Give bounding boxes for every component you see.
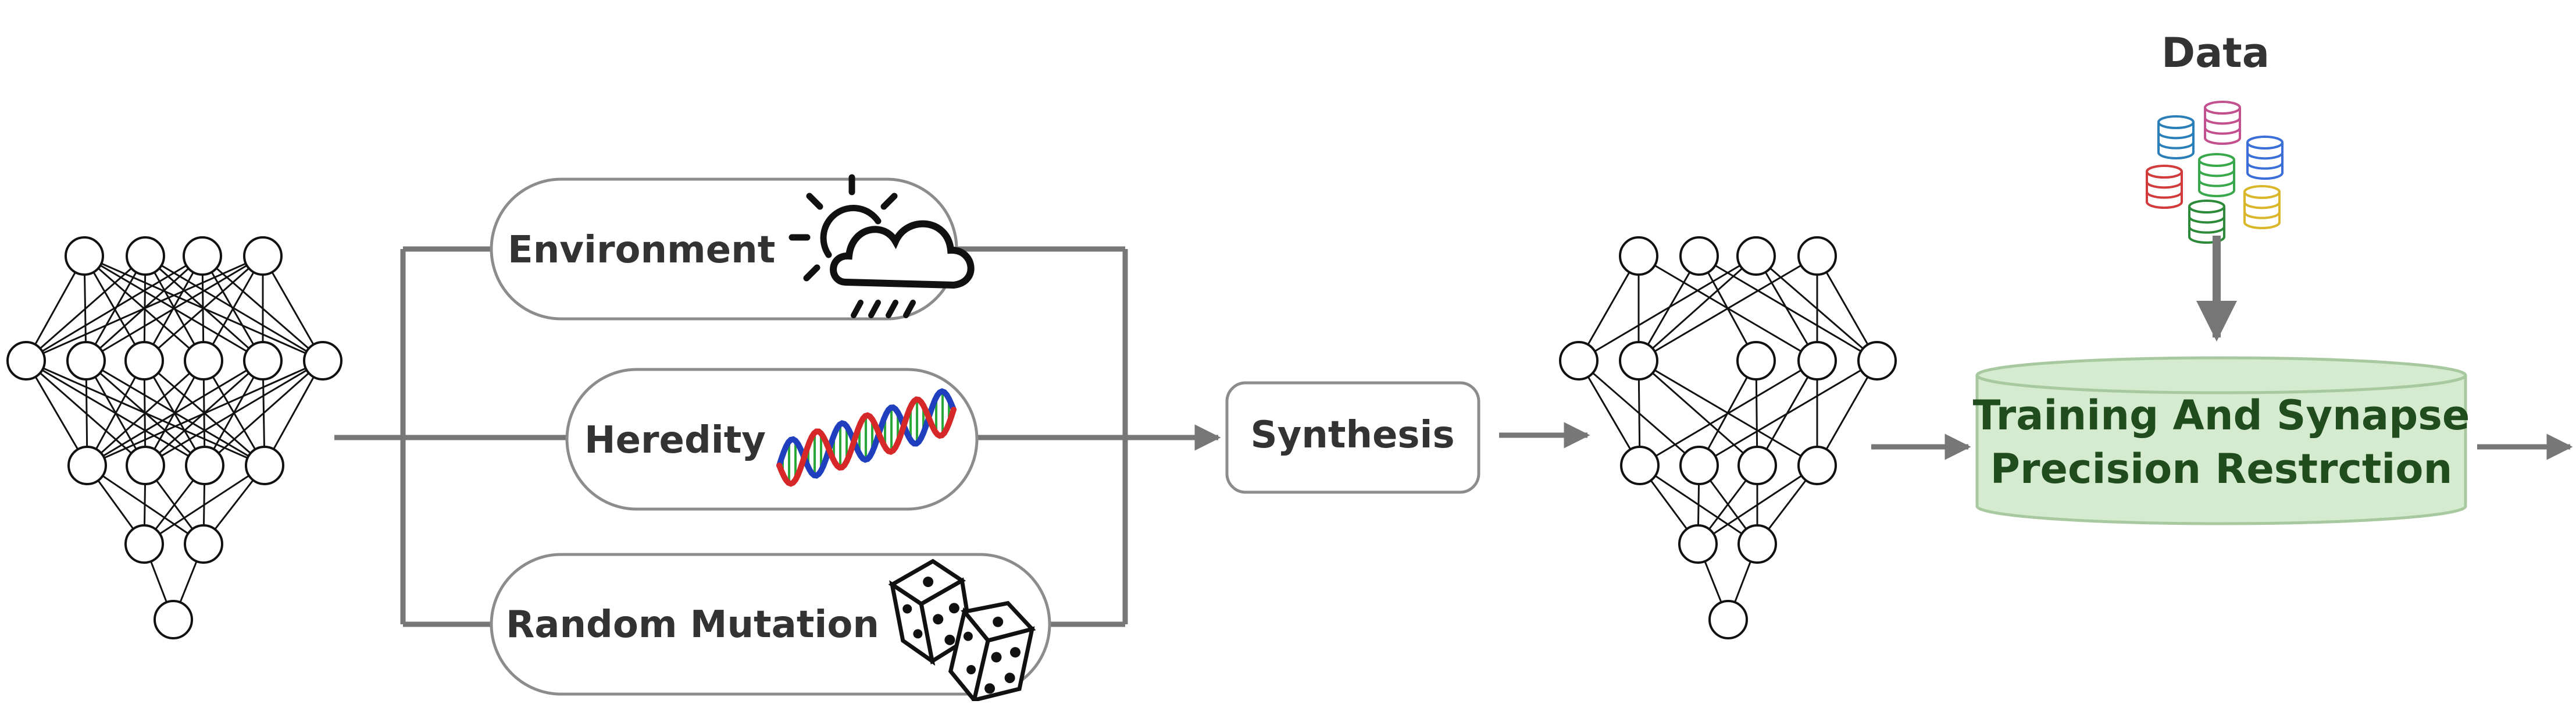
network-node	[1736, 236, 1776, 276]
network-node	[67, 446, 107, 485]
left-bracket	[400, 246, 491, 627]
environment-label: Environment	[508, 229, 775, 272]
network-node	[154, 600, 193, 639]
heredity-box: Heredity	[565, 368, 979, 511]
database-icon	[2198, 153, 2235, 197]
sparse-neural-network-icon	[1559, 236, 1897, 639]
network-node	[1620, 446, 1660, 485]
database-icon	[2188, 200, 2225, 244]
network-node	[243, 236, 283, 276]
heredity-label: Heredity	[584, 419, 766, 462]
environment-box: Environment	[490, 174, 975, 321]
dice-icon	[888, 559, 1036, 704]
dna-helix-icon	[776, 388, 957, 487]
network-node	[124, 341, 164, 381]
random-mutation-label: Random Mutation	[506, 603, 879, 646]
training-label-line2: Precision Restrction	[1990, 445, 2453, 493]
network-node	[185, 446, 224, 485]
network-node	[1619, 236, 1658, 276]
network-node	[1797, 341, 1837, 381]
network-node	[1708, 600, 1748, 639]
network-node	[1737, 446, 1777, 485]
database-icon	[2146, 165, 2183, 209]
network-node	[1797, 446, 1837, 485]
network-node	[183, 236, 222, 276]
network-node	[1679, 236, 1719, 276]
network-node	[6, 341, 46, 381]
network-node	[303, 341, 342, 381]
network-node	[126, 446, 165, 485]
synthesis-box: Synthesis	[1225, 381, 1480, 494]
network-node	[1678, 524, 1718, 564]
dense-neural-network-icon	[6, 236, 342, 639]
training-label-line1: Training And Synapse	[1973, 392, 2470, 439]
database-icon	[2204, 101, 2241, 145]
network-node	[184, 341, 223, 381]
weather-cloud-rain-icon	[789, 174, 975, 318]
network-node	[1736, 341, 1776, 381]
database-icon	[2243, 185, 2281, 229]
database-icon	[2246, 136, 2284, 180]
network-node	[245, 446, 284, 485]
network-node	[66, 341, 106, 381]
network-node	[126, 236, 165, 276]
network-node	[1619, 341, 1658, 381]
synthesis-label: Synthesis	[1250, 414, 1454, 457]
database-stack-icon	[2146, 101, 2284, 244]
data-label: Data	[2161, 29, 2270, 77]
network-node	[184, 524, 223, 564]
network-node	[65, 236, 104, 276]
network-node	[1797, 236, 1837, 276]
network-node	[1737, 524, 1777, 564]
network-node	[124, 524, 164, 564]
database-icon	[2157, 115, 2195, 159]
random-mutation-box: Random Mutation	[490, 553, 1051, 704]
network-node	[1679, 446, 1719, 485]
network-node	[1559, 341, 1599, 381]
network-node	[243, 341, 283, 381]
training-box: Training And Synapse Precision Restrctio…	[1973, 356, 2470, 525]
network-node	[1857, 341, 1897, 381]
